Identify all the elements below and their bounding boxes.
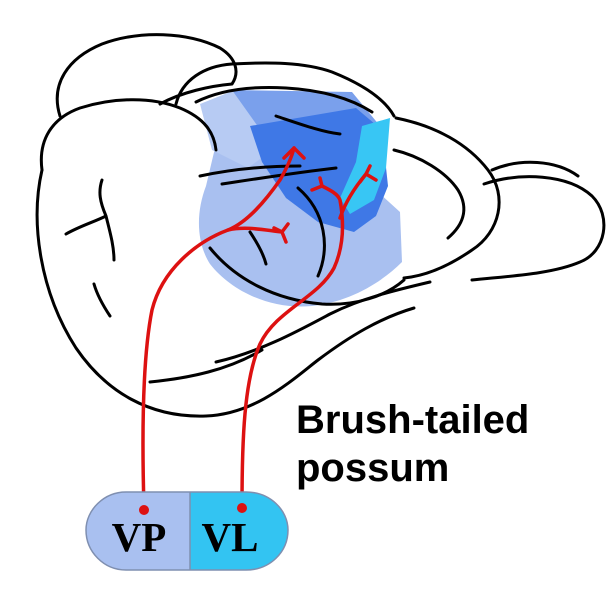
species-label: Brush-tailed possum	[296, 396, 596, 492]
outline-cerebellum	[396, 118, 499, 278]
outline-frontal-sulcus	[66, 180, 114, 260]
outline-frontal-lobe	[41, 100, 216, 170]
vl-origin-dot	[237, 503, 247, 513]
species-label-line1: Brush-tailed	[296, 396, 596, 444]
outline-brainstem-top	[492, 162, 578, 176]
cortical-areas	[199, 88, 402, 307]
species-label-line2: possum	[296, 444, 596, 492]
outline-cerebellum-inner	[394, 150, 464, 238]
vp-label: VP	[112, 514, 167, 560]
thalamus-box: VP VL	[86, 492, 288, 570]
brain-outline	[37, 35, 604, 416]
outline-frontal-short	[94, 284, 110, 316]
vl-label: VL	[202, 514, 259, 560]
